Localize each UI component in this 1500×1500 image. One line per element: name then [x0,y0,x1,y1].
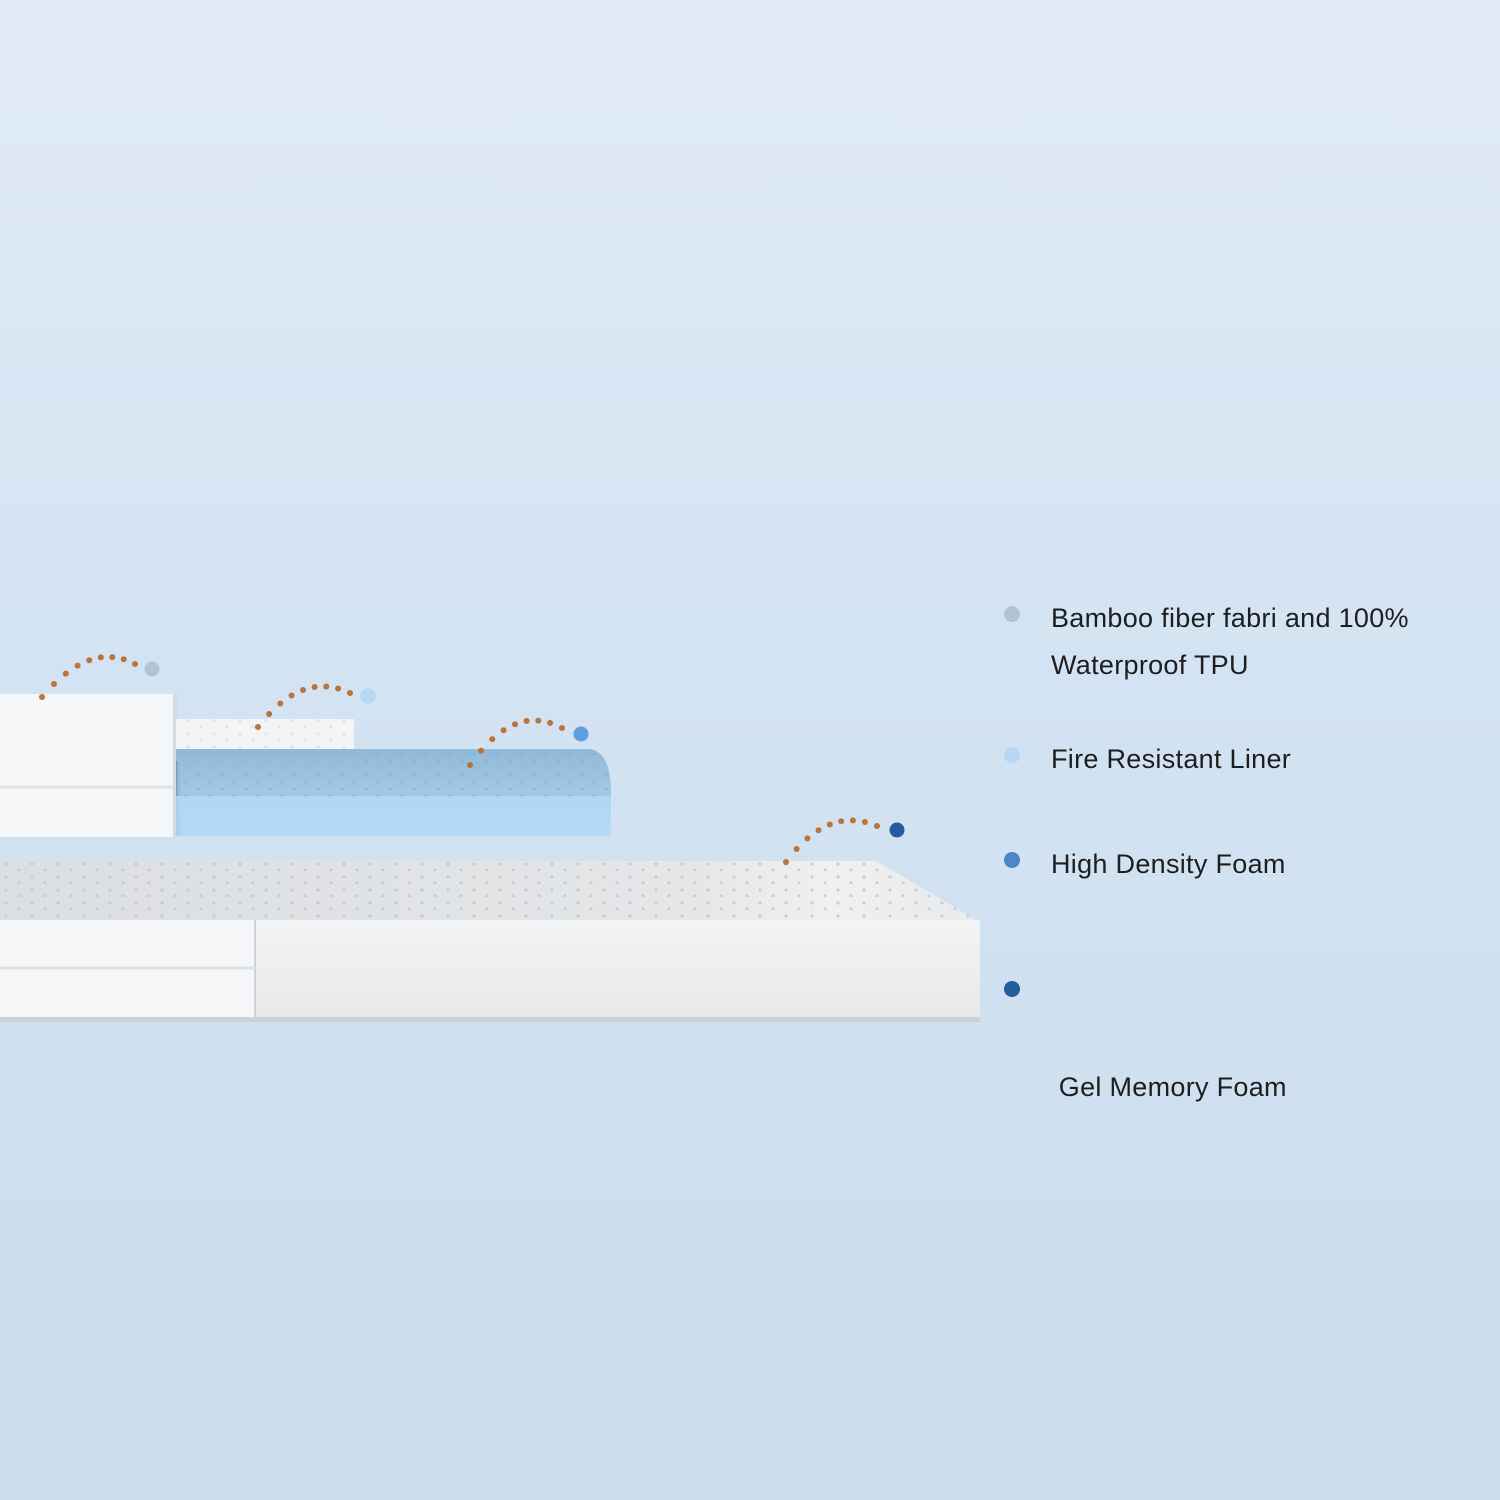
legend-label-line: Waterproof TPU [1051,650,1249,680]
connector-dot [849,817,856,824]
connector-dot [109,654,116,661]
connector-dot [300,687,306,693]
connector-dot [793,846,800,852]
connector-dot [347,690,353,696]
connector-dot [132,661,138,667]
legend-label: Gel Memory Foam [1051,970,1481,1205]
legend-label: High Density Foam [1051,841,1481,888]
cover-layer-block [0,694,177,837]
base-foam-block [0,861,980,1022]
connector-dot [277,700,284,707]
connector-dot [323,683,330,690]
legend-label-line: Fire Resistant Liner [1051,744,1292,774]
connector-dot [489,736,496,743]
legend-dot-icon [1004,606,1020,622]
legend-label-line: Bamboo fiber fabri and 100% [1051,603,1409,633]
connector-dot [39,694,45,700]
connector-dot [500,727,507,734]
connector-dot [838,818,845,825]
connector-dot [826,821,833,828]
connector-dot [815,827,822,834]
connector-end-dot [144,661,160,677]
connector-dot [783,859,789,865]
legend-label: Fire Resistant Liner [1051,736,1481,783]
connector-dot [266,711,273,717]
connector-dot [255,724,261,730]
connector-dot [74,662,81,669]
connector-end-dot [360,688,376,704]
legend-dot-icon [1004,852,1020,868]
connector-dot [288,692,295,699]
connector-dot [86,657,93,664]
connector-dot [51,681,57,687]
legend-label: Bamboo fiber fabri and 100% Waterproof T… [1051,595,1481,689]
connector-dot [120,656,127,663]
connector-dot [478,747,485,754]
connector-end-dot [573,726,589,742]
connector-arcs [39,654,905,865]
connector-end-dot [889,822,905,838]
legend-dot-icon [1004,981,1020,997]
connector-dot [335,685,342,692]
connector-dot [804,835,811,842]
connector-dot [523,718,530,724]
connector-dot [62,670,69,677]
connector-dot [559,725,565,731]
connector-dot [512,721,518,728]
legend-dot-icon [1004,747,1020,763]
connector-dot [874,823,880,829]
connector-dot [467,762,473,768]
connector-dot [861,819,868,825]
connector-dot [535,717,542,724]
connector-dot [311,684,318,690]
gel-foam-layer [176,749,611,836]
legend-label-line: Gel Memory Foam [1051,1072,1287,1102]
connector-dot [97,654,104,661]
connector-dot [547,719,554,726]
legend-label-line: High Density Foam [1051,849,1286,879]
